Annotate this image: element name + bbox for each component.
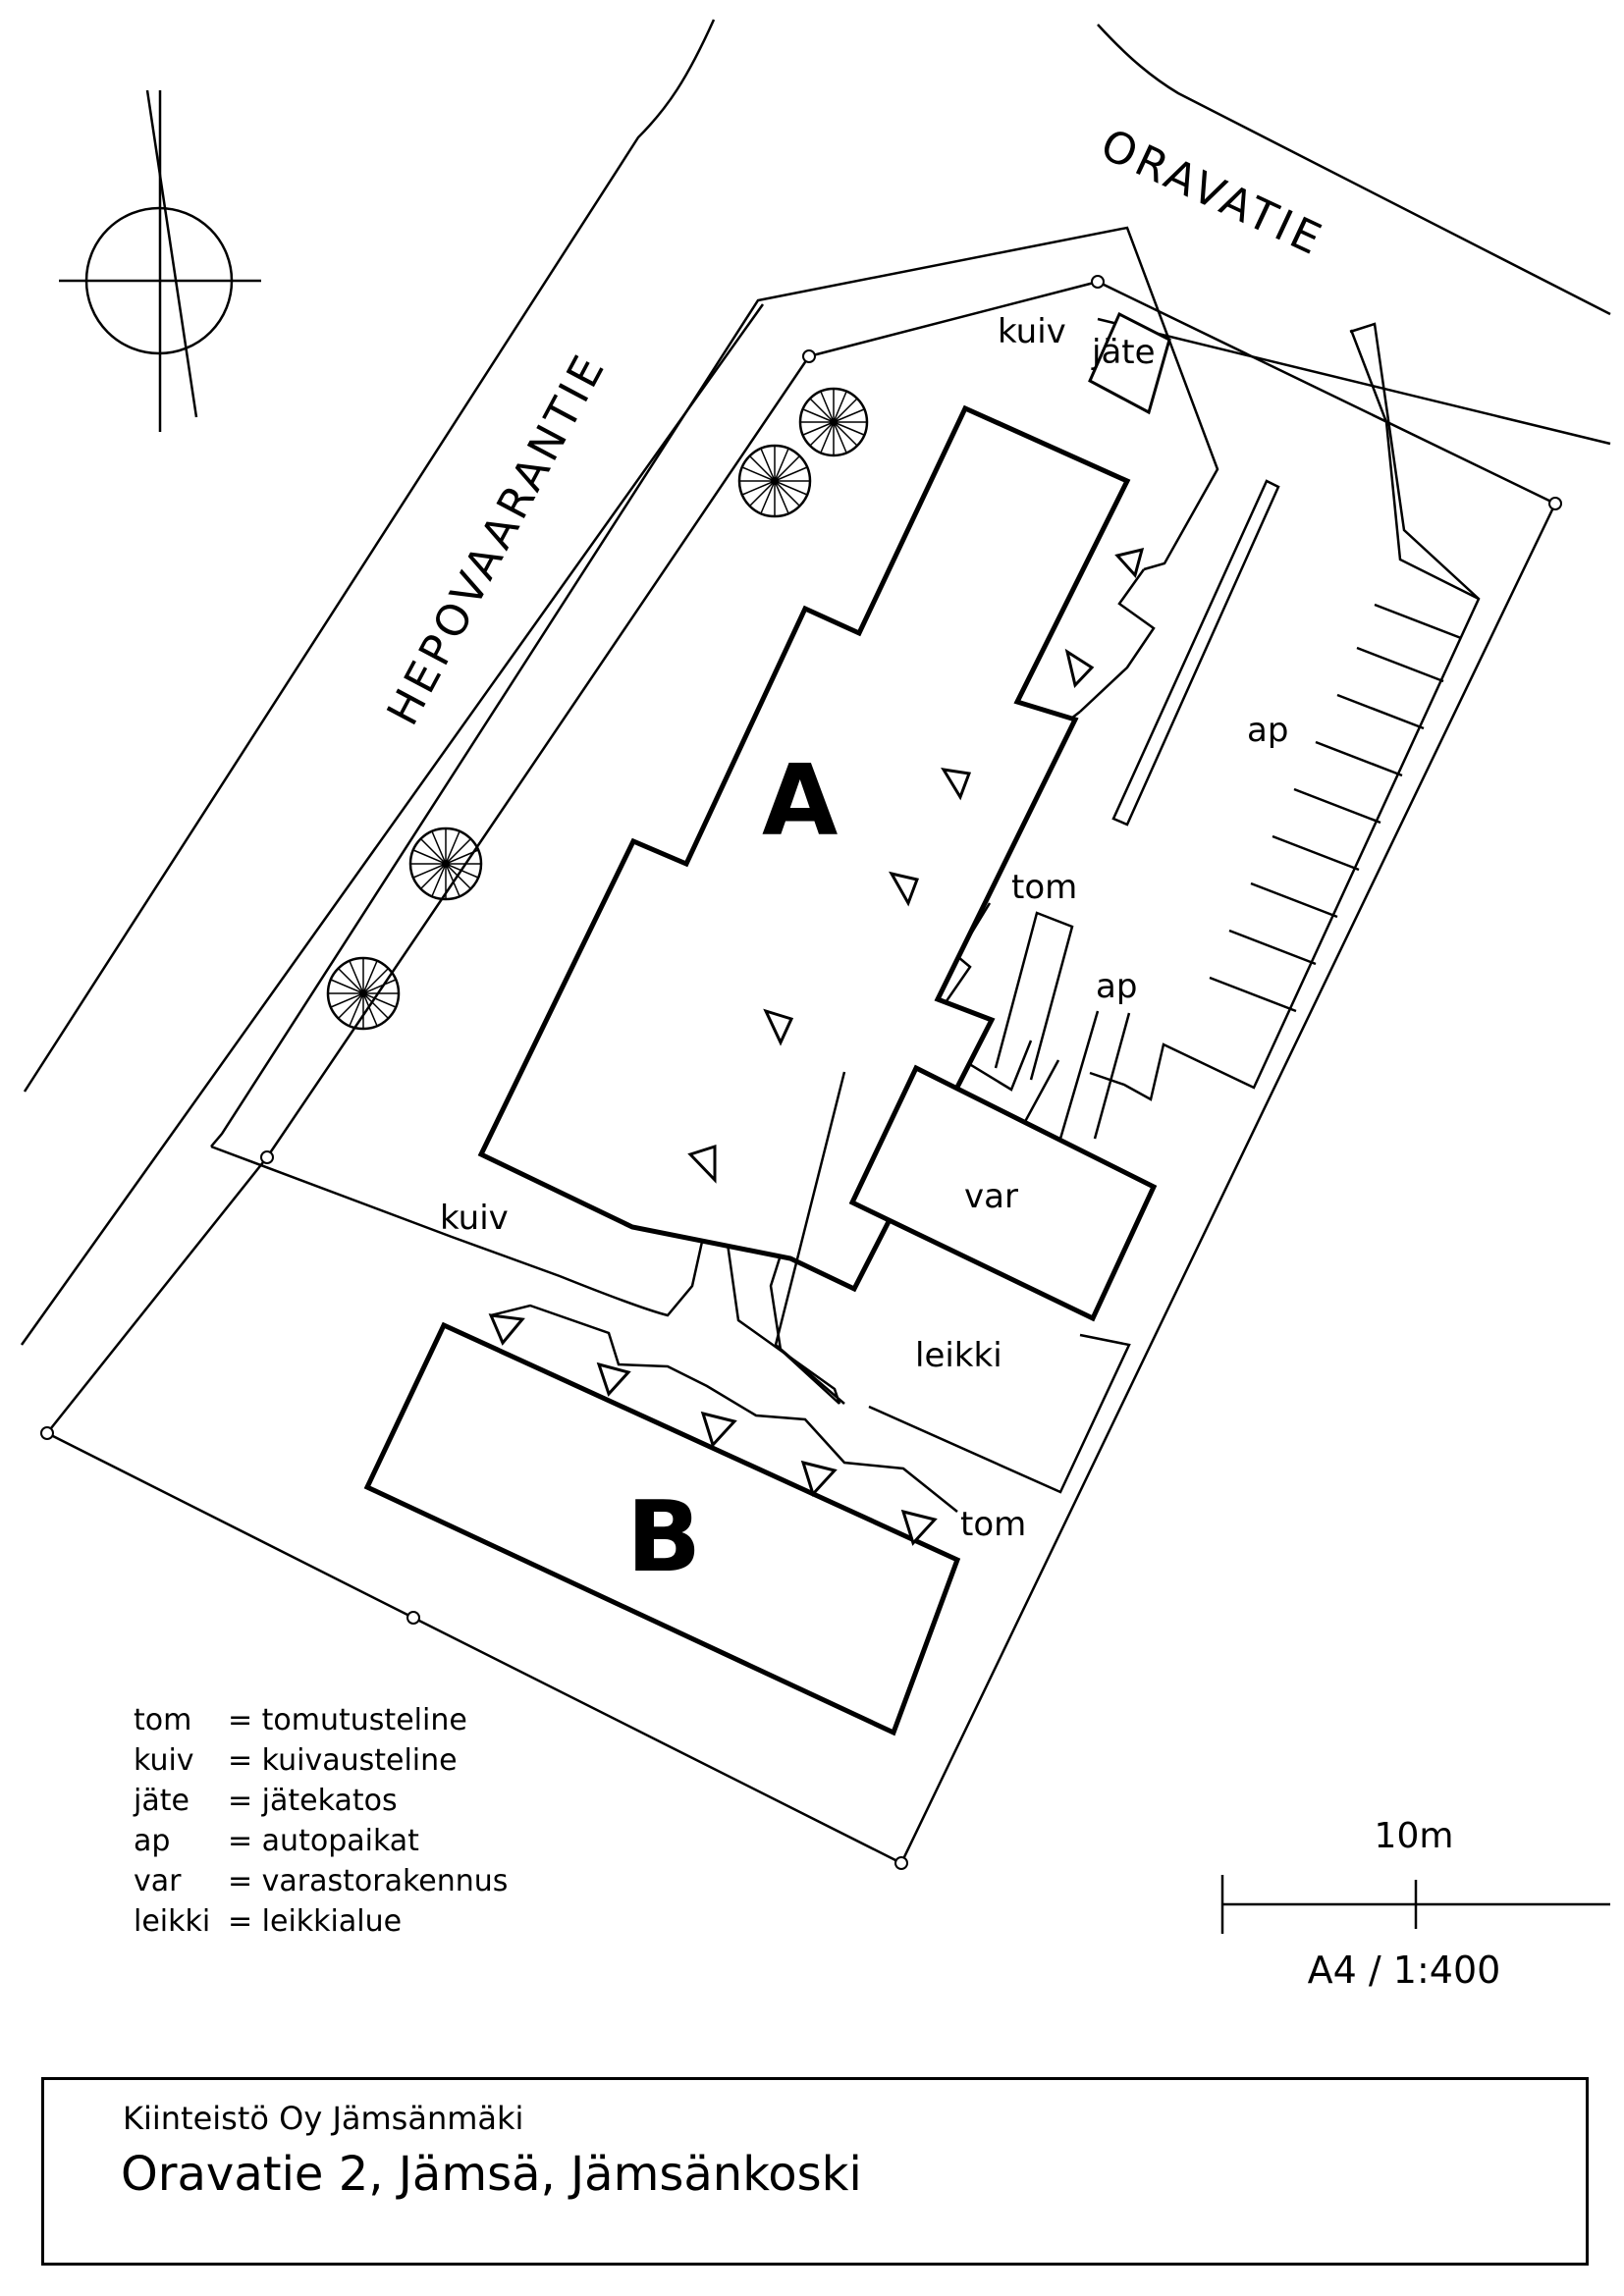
area-label-tom-middle: tom — [1011, 868, 1077, 907]
legend-row: jäte = jätekatos — [134, 1781, 644, 1821]
legend-abbr: kuiv — [134, 1743, 194, 1778]
area-label-leikki: leikki — [915, 1336, 1002, 1375]
building-b — [363, 1321, 961, 1736]
area-label-ap-middle: ap — [1096, 967, 1137, 1006]
boundary-point — [894, 1856, 908, 1870]
legend-desc: = kuivausteline — [228, 1743, 458, 1778]
scale-ratio: A4 / 1:400 — [1307, 1949, 1501, 1992]
boundary-point — [40, 1426, 54, 1440]
entrance-triangle-icon — [800, 1460, 838, 1497]
street-label-oravatie: ORAVATIE — [1093, 120, 1331, 266]
entrance-triangle-icon — [488, 1313, 525, 1346]
title-block: Kiinteistö Oy Jämsänmäki Oravatie 2, Jäm… — [41, 2077, 1589, 2266]
building-a-entrances — [687, 547, 1145, 1184]
legend-abbr: leikki — [134, 1904, 211, 1939]
legend-row: kuiv = kuivausteline — [134, 1740, 644, 1781]
road-oravatie — [1097, 24, 1611, 446]
road-hepovaarantie — [20, 19, 765, 1346]
legend-row: leikki = leikkialue — [134, 1901, 644, 1942]
area-label-kuiv-left: kuiv — [440, 1199, 509, 1238]
building-a — [477, 404, 1131, 1293]
boundary-point — [260, 1150, 274, 1164]
legend-desc: = varastorakennus — [228, 1864, 509, 1898]
storage-building-var — [848, 1064, 1158, 1322]
entrance-triangle-icon — [687, 1144, 717, 1184]
building-b-entrances — [488, 1304, 958, 1546]
legend-desc: = jätekatos — [228, 1784, 398, 1818]
area-label-ap-right: ap — [1247, 711, 1288, 750]
boundary-point — [406, 1611, 420, 1625]
area-label-var: var — [964, 1177, 1018, 1216]
legend-desc: = tomutusteline — [228, 1703, 467, 1737]
entrance-triangle-icon — [889, 871, 920, 907]
area-label-jate: jäte — [1091, 333, 1156, 372]
tree-icon — [737, 444, 812, 518]
legend-abbr: tom — [134, 1703, 192, 1737]
playground-leikki — [774, 1071, 1131, 1494]
legend-row: ap = autopaikat — [134, 1821, 644, 1861]
tree-icon — [326, 956, 401, 1031]
building-a-label: A — [762, 743, 838, 858]
scale-label: 10m — [1374, 1816, 1454, 1856]
north-arrow-icon — [59, 89, 261, 432]
building-b-label: B — [626, 1479, 701, 1594]
street-label-hepovaarantie: HEPOVAARANTIE — [378, 345, 617, 733]
legend-desc: = leikkialue — [228, 1904, 403, 1939]
entrance-triangle-icon — [900, 1509, 938, 1546]
tree-icon — [798, 387, 869, 457]
waste-shelter-jate — [1088, 311, 1171, 415]
area-label-tom-bottom: tom — [960, 1505, 1026, 1544]
scale-bar — [1220, 1875, 1610, 1934]
boundary-point — [1548, 497, 1562, 510]
entrance-triangle-icon — [700, 1411, 737, 1448]
boundary-point — [802, 349, 816, 363]
entrance-triangle-icon — [596, 1362, 631, 1397]
area-label-kuiv-top: kuiv — [998, 312, 1066, 351]
legend-abbr: var — [134, 1864, 182, 1898]
legend-row: var = varastorakennus — [134, 1861, 644, 1901]
entrance-triangle-icon — [1114, 547, 1145, 579]
legend: tom = tomutusteline kuiv = kuivausteline… — [134, 1700, 644, 1942]
legend-abbr: ap — [134, 1824, 171, 1858]
legend-abbr: jäte — [134, 1784, 189, 1818]
tree-icon — [408, 827, 483, 901]
company-name: Kiinteistö Oy Jämsänmäki — [123, 2100, 524, 2137]
entrance-triangle-icon — [763, 1008, 794, 1046]
site-address: Oravatie 2, Jämsä, Jämsänkoski — [121, 2147, 862, 2202]
legend-row: tom = tomutusteline — [134, 1700, 644, 1740]
boundary-point — [1091, 275, 1105, 289]
plot-boundary — [40, 275, 1562, 1870]
parking-stalls — [994, 479, 1462, 1140]
entrance-triangle-icon — [941, 768, 972, 801]
legend-desc: = autopaikat — [228, 1824, 419, 1858]
entrance-triangle-icon — [1064, 648, 1095, 689]
